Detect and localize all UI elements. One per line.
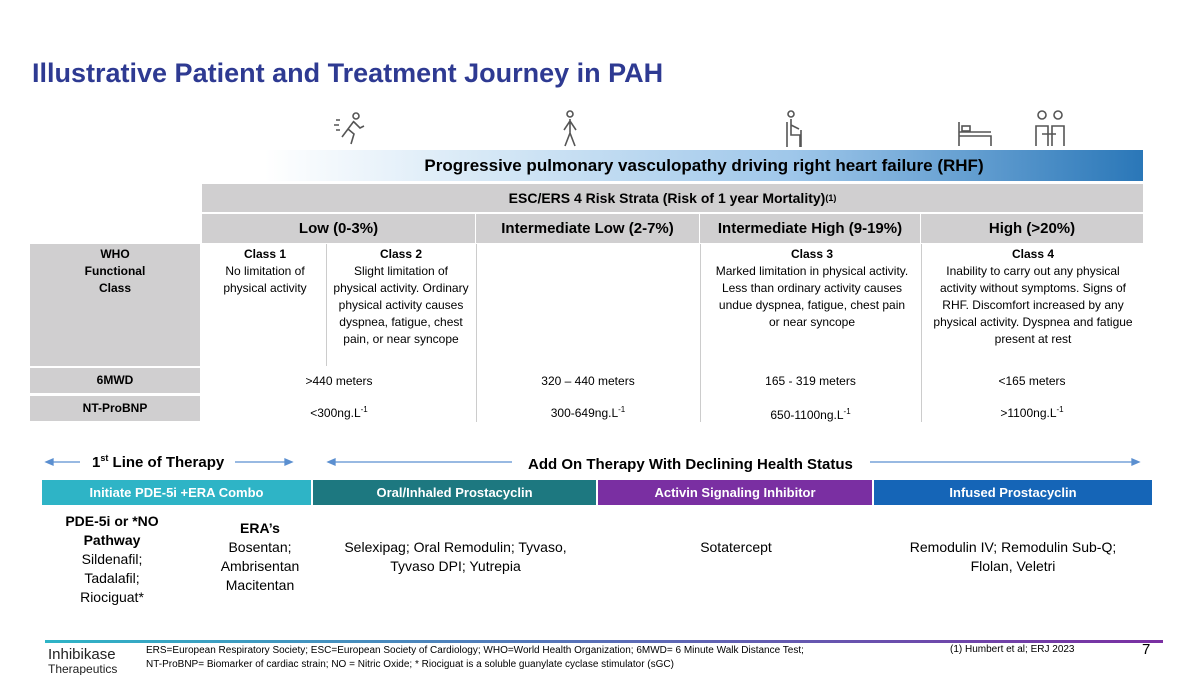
risk-low: Low (0-3%) [202, 214, 476, 243]
risk-intermediate-low: Intermediate Low (2-7%) [476, 214, 700, 243]
oral-drugs: Selexipag; Oral Remodulin; Tyvaso, Tyvaso… [313, 538, 598, 576]
who-class-2: Class 2 Slight limitation of physical act… [332, 246, 470, 348]
sup: st [100, 453, 109, 463]
class-title: Class 4 [1011, 247, 1055, 261]
bnp-low: <300ng.L-1 [202, 401, 476, 422]
class-text: Inability to carry out any physical acti… [933, 264, 1133, 346]
6mwd-int-high: 165 - 319 meters [765, 374, 856, 388]
6mwd-high: <165 meters [998, 374, 1066, 388]
footnote: ERS=European Respiratory Society; ESC=Eu… [146, 645, 804, 656]
text: Line of Therapy [108, 454, 225, 471]
who-class-4: Class 4 Inability to carry out any physic… [927, 246, 1139, 348]
divider [921, 244, 922, 422]
class-text: No limitation of physical activity [223, 264, 307, 295]
who-class-1: Class 1 No limitation of physical activit… [210, 246, 320, 297]
heading: PDE-5i or *NO Pathway [65, 513, 159, 548]
who-class-3: Class 3 Marked limitation in physical act… [712, 246, 912, 331]
logo-line: Inhibikase [48, 646, 116, 663]
bnp-int-high: 650-1100ng.L-1 [700, 403, 921, 424]
num: 1 [92, 454, 101, 471]
reference: (1) Humbert et al; ERJ 2023 [950, 644, 1075, 655]
drug: Flolan, Veletri [970, 558, 1056, 574]
divider [326, 244, 327, 366]
rhf-banner: Progressive pulmonary vasculopathy drivi… [265, 150, 1143, 181]
seated-person-icon [786, 110, 802, 147]
bnp-int-low: 300-649ng.L-1 [476, 401, 700, 422]
add-on-label: Add On Therapy With Declining Health Sta… [528, 456, 853, 473]
label-line: WHO [100, 247, 130, 261]
6mwd-label: 6MWD [30, 368, 200, 393]
infused-drugs: Remodulin IV; Remodulin Sub-Q; Flolan, Ve… [874, 538, 1152, 576]
risk-intermediate-high: Intermediate High (9-19%) [700, 214, 921, 243]
drug: Bosentan; [228, 539, 292, 555]
drug: Tadalafil; [84, 570, 140, 586]
value: 300-649ng.L [550, 406, 619, 420]
label-line: Functional [84, 264, 146, 278]
risk-high: High (>20%) [921, 214, 1143, 243]
risk-strata-ref: (1) [825, 193, 837, 203]
drug: Macitentan [225, 577, 295, 593]
activin-drugs: Sotatercept [598, 538, 874, 557]
risk-strata-header: ESC/ERS 4 Risk Strata (Risk of 1 year Mo… [202, 184, 1143, 212]
value: 650-1100ng.L [770, 408, 844, 422]
divider [700, 244, 701, 422]
drug: Remodulin IV; Remodulin Sub-Q; [909, 539, 1117, 555]
risk-strata-label: ESC/ERS 4 Risk Strata (Risk of 1 year Mo… [508, 190, 826, 206]
unit-sup: -1 [360, 405, 368, 414]
drug: Sotatercept [700, 539, 772, 555]
drug: Ambrisentan [220, 558, 300, 574]
company-logo: Inhibikase Therapeutics [48, 647, 117, 675]
hospital-bed-icon [958, 122, 992, 146]
class-title: Class 2 [379, 247, 423, 261]
segment-activin: Activin Signaling Inhibitor [598, 480, 874, 505]
pde-drugs: PDE-5i or *NO Pathway Sildenafil; Tadalaf… [62, 512, 162, 607]
therapy-arrows [44, 458, 1141, 466]
value: <300ng.L [310, 406, 361, 420]
class-title: Class 1 [243, 247, 287, 261]
drug: Riociguat* [80, 589, 144, 605]
footer-rule [45, 640, 1163, 643]
drug: Selexipag; Oral Remodulin; Tyvaso, [344, 539, 567, 555]
caregiver-patient-icon [1035, 110, 1065, 146]
walking-person-icon [563, 110, 577, 147]
value: >1100ng.L [1000, 406, 1057, 420]
running-person-icon [334, 112, 365, 145]
bnp-high: >1100ng.L-1 [921, 401, 1143, 422]
nt-probnp-label: NT-ProBNP [30, 396, 200, 421]
segment-infused: Infused Prostacyclin [874, 480, 1152, 505]
segment-pde5i-era: Initiate PDE-5i +ERA Combo [42, 480, 313, 505]
footnote: NT-ProBNP= Biomarker of cardiac strain; … [146, 659, 674, 670]
heading: ERA’s [240, 520, 280, 536]
class-text: Marked limitation in physical activity. … [715, 264, 909, 329]
class-title: Class 3 [790, 247, 834, 261]
segment-oral-inhaled: Oral/Inhaled Prostacyclin [313, 480, 598, 505]
divider [476, 244, 477, 422]
logo-line: Therapeutics [48, 662, 118, 675]
unit-sup: -1 [618, 405, 626, 414]
unit-sup: -1 [843, 407, 851, 416]
slide-title: Illustrative Patient and Treatment Journ… [32, 58, 664, 88]
drug: Sildenafil; [81, 551, 143, 567]
unit-sup: -1 [1056, 405, 1064, 414]
class-text: Slight limitation of physical activity. … [333, 264, 469, 346]
6mwd-int-low: 320 – 440 meters [541, 374, 635, 388]
who-class-label: WHO Functional Class [30, 244, 200, 366]
label-line: Class [98, 281, 132, 295]
6mwd-low: >440 meters [305, 374, 373, 388]
page-number: 7 [1142, 641, 1151, 658]
footnotes: ERS=European Respiratory Society; ESC=Eu… [146, 644, 804, 672]
first-line-label: 1st Line of Therapy [92, 453, 224, 471]
drug: Tyvaso DPI; Yutrepia [390, 558, 521, 574]
